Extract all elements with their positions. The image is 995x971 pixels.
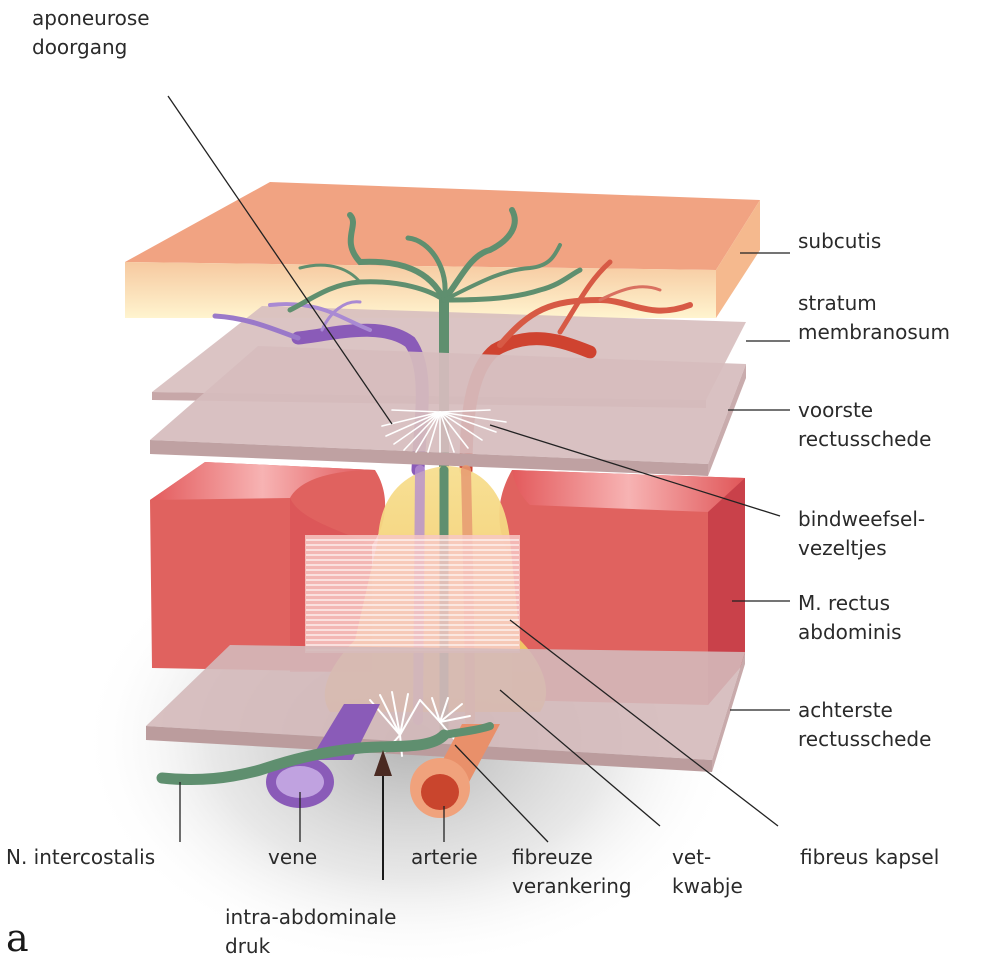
label-achterste-rectusschede: achterste rectusschede [798, 696, 931, 754]
label-druk-line1: intra-abdominale [225, 903, 396, 932]
label-aponeurose-line2: doorgang [32, 33, 150, 62]
label-achterste-line2: rectusschede [798, 725, 931, 754]
label-stratum-membranosum: stratum membranosum [798, 289, 950, 347]
label-subcutis: subcutis [798, 227, 881, 256]
label-fibreuze-line1: fibreuze [512, 843, 632, 872]
fibrous-capsule [305, 535, 520, 653]
label-aponeurose-line1: aponeurose [32, 4, 150, 33]
label-stratum-line1: stratum [798, 289, 950, 318]
label-rectus-line1: M. rectus [798, 589, 902, 618]
label-rectus-line2: abdominis [798, 618, 902, 647]
label-bindweefsel-line2: vezeltjes [798, 534, 925, 563]
label-fibreuze-line2: verankering [512, 872, 632, 901]
label-voorste-rectusschede: voorste rectusschede [798, 396, 931, 454]
label-vet-line2: kwabje [672, 872, 743, 901]
label-subcutis-line1: subcutis [798, 227, 881, 256]
label-rectus-abdominis: M. rectus abdominis [798, 589, 902, 647]
label-vene: vene [268, 843, 317, 872]
label-fibreus-kapsel: fibreus kapsel [800, 843, 939, 872]
label-arterie: arterie [411, 843, 478, 872]
label-fibreuze-verankering: fibreuze verankering [512, 843, 632, 901]
label-intercostalis-line1: N. intercostalis [6, 843, 155, 872]
label-n-intercostalis: N. intercostalis [6, 843, 155, 872]
label-stratum-line2: membranosum [798, 318, 950, 347]
label-intra-abdominale-druk: intra-abdominale druk [225, 903, 396, 961]
label-voorste-line2: rectusschede [798, 425, 931, 454]
label-aponeurose-doorgang: aponeurose doorgang [32, 4, 150, 62]
label-achterste-line1: achterste [798, 696, 931, 725]
label-druk-line2: druk [225, 932, 396, 961]
label-bindweefsel-line1: bindweefsel- [798, 505, 925, 534]
label-vene-line1: vene [268, 843, 317, 872]
label-bindweefsel-vezeltjes: bindweefsel- vezeltjes [798, 505, 925, 563]
label-voorste-line1: voorste [798, 396, 931, 425]
label-arterie-line1: arterie [411, 843, 478, 872]
panel-letter: a [6, 918, 29, 958]
label-vet-line1: vet- [672, 843, 743, 872]
label-kapsel-line1: fibreus kapsel [800, 843, 939, 872]
label-vet-kwabje: vet- kwabje [672, 843, 743, 901]
